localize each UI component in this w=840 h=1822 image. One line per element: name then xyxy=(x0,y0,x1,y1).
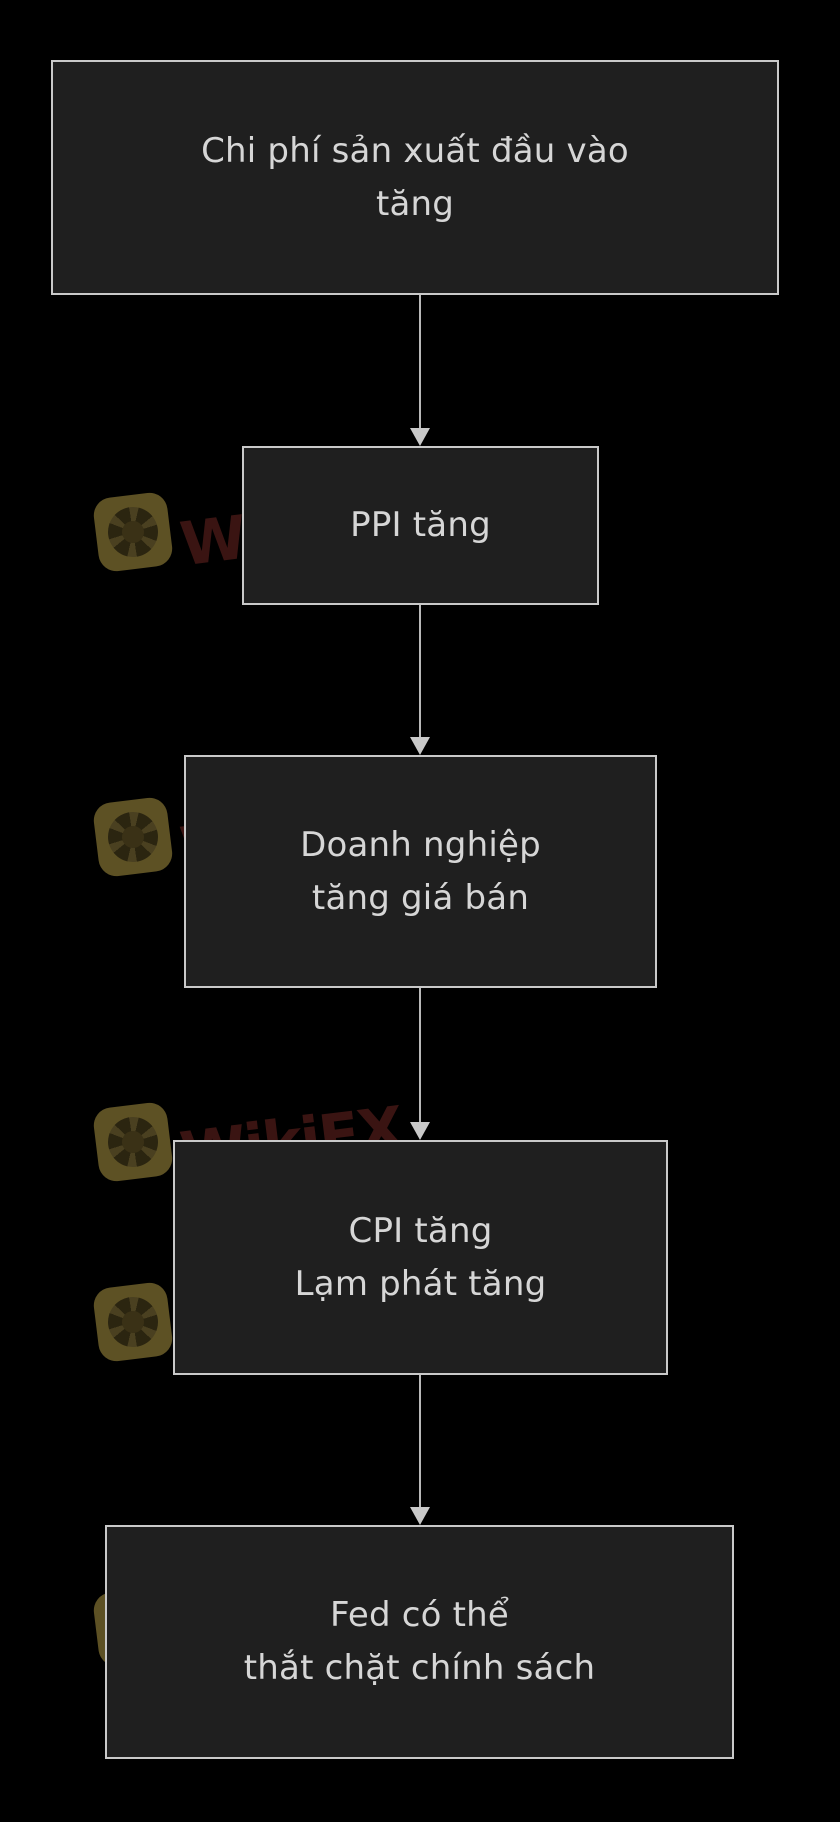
flow-node-ppi: PPI tăng xyxy=(242,446,599,605)
flow-node-label: PPI tăng xyxy=(350,505,491,546)
arrowhead-down-icon xyxy=(410,428,430,446)
connector-arrow-2 xyxy=(410,605,430,755)
wikifx-logo-icon xyxy=(91,795,175,879)
flow-node-label: Doanh nghiệp tăng giá bán xyxy=(300,824,541,918)
wikifx-logo-icon xyxy=(91,1100,175,1184)
arrowhead-down-icon xyxy=(410,737,430,755)
flow-node-business-price: Doanh nghiệp tăng giá bán xyxy=(184,755,657,988)
connector-arrow-1 xyxy=(410,295,430,446)
connector-line xyxy=(419,1375,421,1507)
flow-node-label: CPI tăng Lạm phát tăng xyxy=(294,1210,547,1304)
arrowhead-down-icon xyxy=(410,1122,430,1140)
flow-node-fed-tightening: Fed có thể thắt chặt chính sách xyxy=(105,1525,734,1759)
wikifx-logo-icon xyxy=(91,1280,175,1364)
connector-arrow-4 xyxy=(410,1375,430,1525)
connector-line xyxy=(419,605,421,737)
flow-node-label: Chi phí sản xuất đầu vào tăng xyxy=(201,130,629,224)
flow-node-label: Fed có thể thắt chặt chính sách xyxy=(243,1595,596,1688)
connector-line xyxy=(419,295,421,428)
flow-node-cpi-inflation: CPI tăng Lạm phát tăng xyxy=(173,1140,668,1375)
connector-arrow-3 xyxy=(410,988,430,1140)
arrowhead-down-icon xyxy=(410,1507,430,1525)
wikifx-logo-icon xyxy=(91,490,175,574)
connector-line xyxy=(419,988,421,1122)
flow-node-input-cost: Chi phí sản xuất đầu vào tăng xyxy=(51,60,779,295)
